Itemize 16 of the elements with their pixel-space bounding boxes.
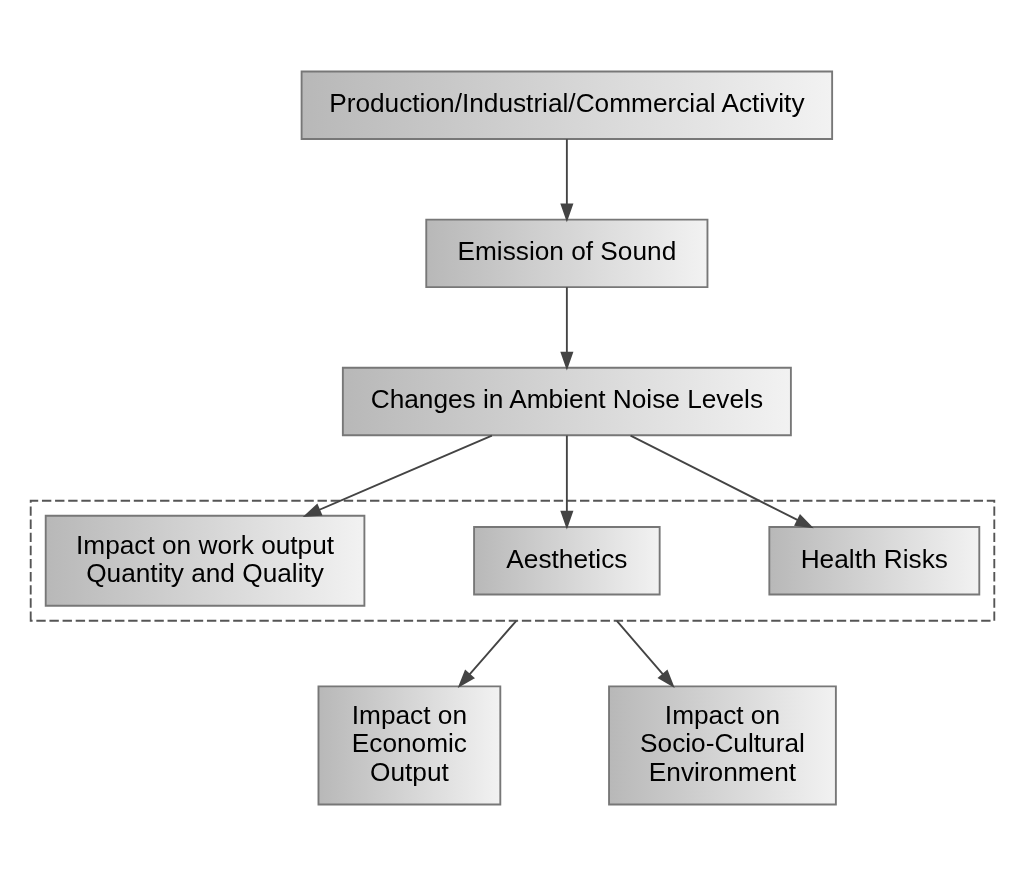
arrow bbox=[302, 434, 493, 517]
arrow bbox=[615, 619, 675, 689]
node-box: Impact on work output Quantity and Quality bbox=[44, 514, 366, 607]
node-box: Changes in Ambient Noise Levels bbox=[341, 366, 792, 437]
arrow bbox=[560, 434, 574, 530]
node-box: Aesthetics bbox=[473, 526, 661, 596]
arrow bbox=[560, 286, 574, 371]
node-box: Health Risks bbox=[768, 526, 981, 596]
cluster bbox=[29, 499, 996, 622]
arrow bbox=[629, 434, 814, 529]
arrow bbox=[560, 138, 574, 223]
node-box: Impact on Socio-Cultural Environment bbox=[608, 685, 837, 806]
node-box: Impact on Economic Output bbox=[317, 685, 502, 806]
node-box: Emission of Sound bbox=[425, 218, 709, 289]
node-box: Production/Industrial/Commercial Activity bbox=[300, 70, 834, 140]
arrow bbox=[457, 619, 518, 689]
